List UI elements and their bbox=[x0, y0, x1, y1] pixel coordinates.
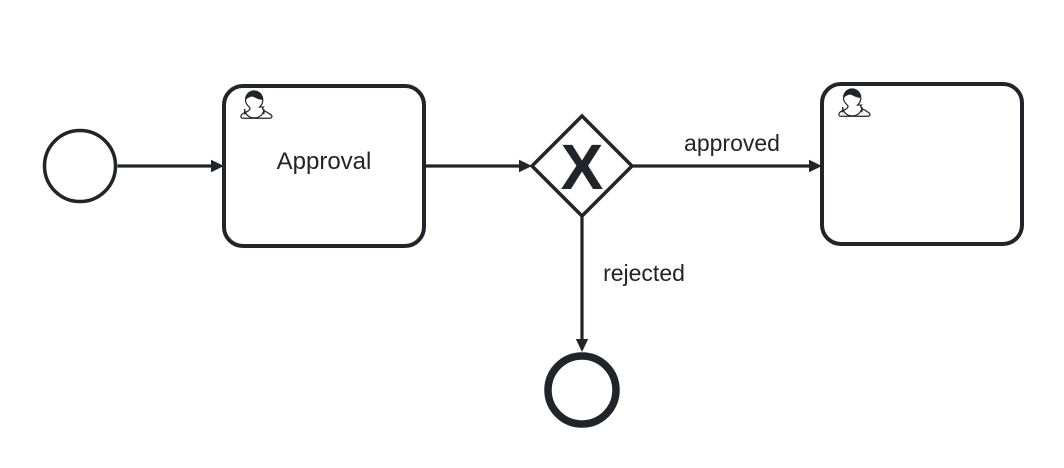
arrowhead-icon bbox=[211, 159, 224, 173]
arrowhead-icon bbox=[809, 159, 822, 173]
user-task-target[interactable] bbox=[820, 82, 1024, 246]
arrowhead-icon bbox=[575, 339, 589, 352]
user-task-icon bbox=[240, 90, 273, 119]
task-shape[interactable] bbox=[820, 82, 1024, 246]
user-task-approval[interactable]: Approval bbox=[222, 84, 426, 248]
flow-label-rejected[interactable]: rejected bbox=[603, 260, 685, 286]
gateway-diamond[interactable] bbox=[529, 113, 635, 219]
end-event-circle[interactable] bbox=[544, 352, 620, 428]
sequence-flow-rejected[interactable]: rejected bbox=[575, 216, 685, 352]
flow-label-approved[interactable]: approved bbox=[684, 130, 780, 156]
start-event-circle[interactable] bbox=[42, 128, 118, 204]
arrowhead-icon bbox=[519, 159, 532, 173]
start-event[interactable] bbox=[42, 128, 118, 204]
exclusive-gateway[interactable]: X bbox=[529, 113, 635, 219]
exclusive-gateway-x-icon: X bbox=[561, 131, 604, 203]
task-shape[interactable] bbox=[222, 84, 426, 248]
sequence-flow-approved[interactable]: approved bbox=[632, 130, 822, 173]
sequence-flow-approval-to-gateway[interactable] bbox=[424, 159, 532, 173]
task-label: Approval bbox=[277, 148, 372, 175]
end-event[interactable] bbox=[544, 352, 620, 428]
user-task-icon bbox=[838, 88, 871, 117]
sequence-flow-start-to-approval[interactable] bbox=[117, 159, 225, 173]
